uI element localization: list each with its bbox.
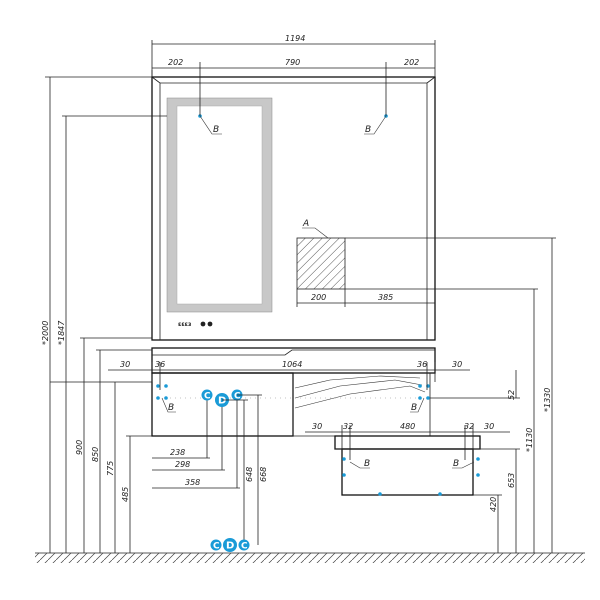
- dim-900: 900: [75, 440, 84, 455]
- marker-d-top: D: [218, 396, 226, 407]
- marker-c-bottom-right: C: [241, 542, 248, 552]
- label-b-5: B: [364, 459, 370, 469]
- shelf-dimensions: 200 385: [296, 289, 435, 307]
- top-dimensions: 1194 202 790 202: [151, 34, 436, 116]
- basin-dimensions: 30 36 1064 36 30: [108, 360, 470, 390]
- dim-52: 52: [507, 390, 516, 400]
- label-b-1: B: [213, 125, 219, 135]
- dim-1130: *1130: [525, 428, 534, 452]
- dim-298: 298: [175, 460, 190, 469]
- dim-238: 238: [170, 448, 185, 457]
- label-b-4: B: [411, 403, 417, 413]
- dim-left-offset: 202: [168, 58, 183, 67]
- dim-775: 775: [106, 461, 115, 476]
- cd-markers-top: 238 298 358 C D C 648 668: [152, 389, 268, 545]
- dim-shelf-offset: 385: [378, 293, 393, 302]
- dim-drawer-right-margin: 30: [484, 422, 494, 431]
- vanity-cabinet: [151, 372, 431, 437]
- dim-basin-right-margin: 30: [452, 360, 462, 369]
- drawer-dimensions: 30 32 480 32 30: [305, 422, 510, 460]
- dim-drawer-right-inner: 32: [464, 422, 474, 431]
- label-b-6: B: [453, 459, 459, 469]
- dim-total-height: *2000: [41, 321, 50, 345]
- dim-850: 850: [91, 447, 100, 462]
- dim-total-width: 1194: [285, 34, 305, 43]
- dim-shelf-width: 200: [311, 293, 326, 302]
- label-b-2: B: [365, 125, 371, 135]
- dim-358: 358: [185, 478, 200, 487]
- marker-d-bottom: D: [226, 541, 234, 552]
- right-dimensions: *1330 *1130 52 653 420: [345, 237, 556, 553]
- dim-668: 668: [259, 467, 268, 482]
- dim-420: 420: [489, 497, 498, 512]
- mirror-light-frame: [166, 97, 273, 313]
- dim-center-width: 790: [285, 58, 300, 67]
- dim-drawer-left-inner: 32: [343, 422, 353, 431]
- shelf-a: A: [296, 219, 346, 290]
- dim-1330: *1330: [543, 388, 552, 412]
- cd-markers-bottom: C D C: [210, 538, 250, 552]
- control-panel-text: ɛɛɛɜ: [178, 321, 191, 328]
- b-labels: B B B B B B: [161, 115, 475, 469]
- dim-drawer-left-margin: 30: [312, 422, 322, 431]
- control-panel: ɛɛɛɜ: [178, 321, 213, 328]
- dim-basin-left-inner: 36: [155, 360, 165, 369]
- marker-c-top-left: C: [204, 392, 211, 402]
- mirror-cabinet: [151, 70, 436, 341]
- label-b-3: B: [168, 403, 174, 413]
- dim-basin-width: 1064: [282, 360, 302, 369]
- dim-648: 648: [245, 467, 254, 482]
- label-a: A: [302, 219, 309, 229]
- dim-485: 485: [121, 487, 130, 502]
- floor: [35, 552, 585, 563]
- marker-c-top-right: C: [234, 392, 241, 402]
- dim-653: 653: [507, 473, 516, 488]
- left-dimensions: *2000 *1847 900 850 775 485: [41, 76, 167, 553]
- dim-drawer-width: 480: [400, 422, 415, 431]
- drawer-unit: [334, 435, 481, 496]
- dim-basin-left-margin: 30: [120, 360, 130, 369]
- dim-basin-right-inner: 36: [417, 360, 427, 369]
- marker-c-bottom-left: C: [213, 542, 220, 552]
- dim-mirror-height: *1847: [57, 320, 66, 345]
- dim-right-offset: 202: [404, 58, 419, 67]
